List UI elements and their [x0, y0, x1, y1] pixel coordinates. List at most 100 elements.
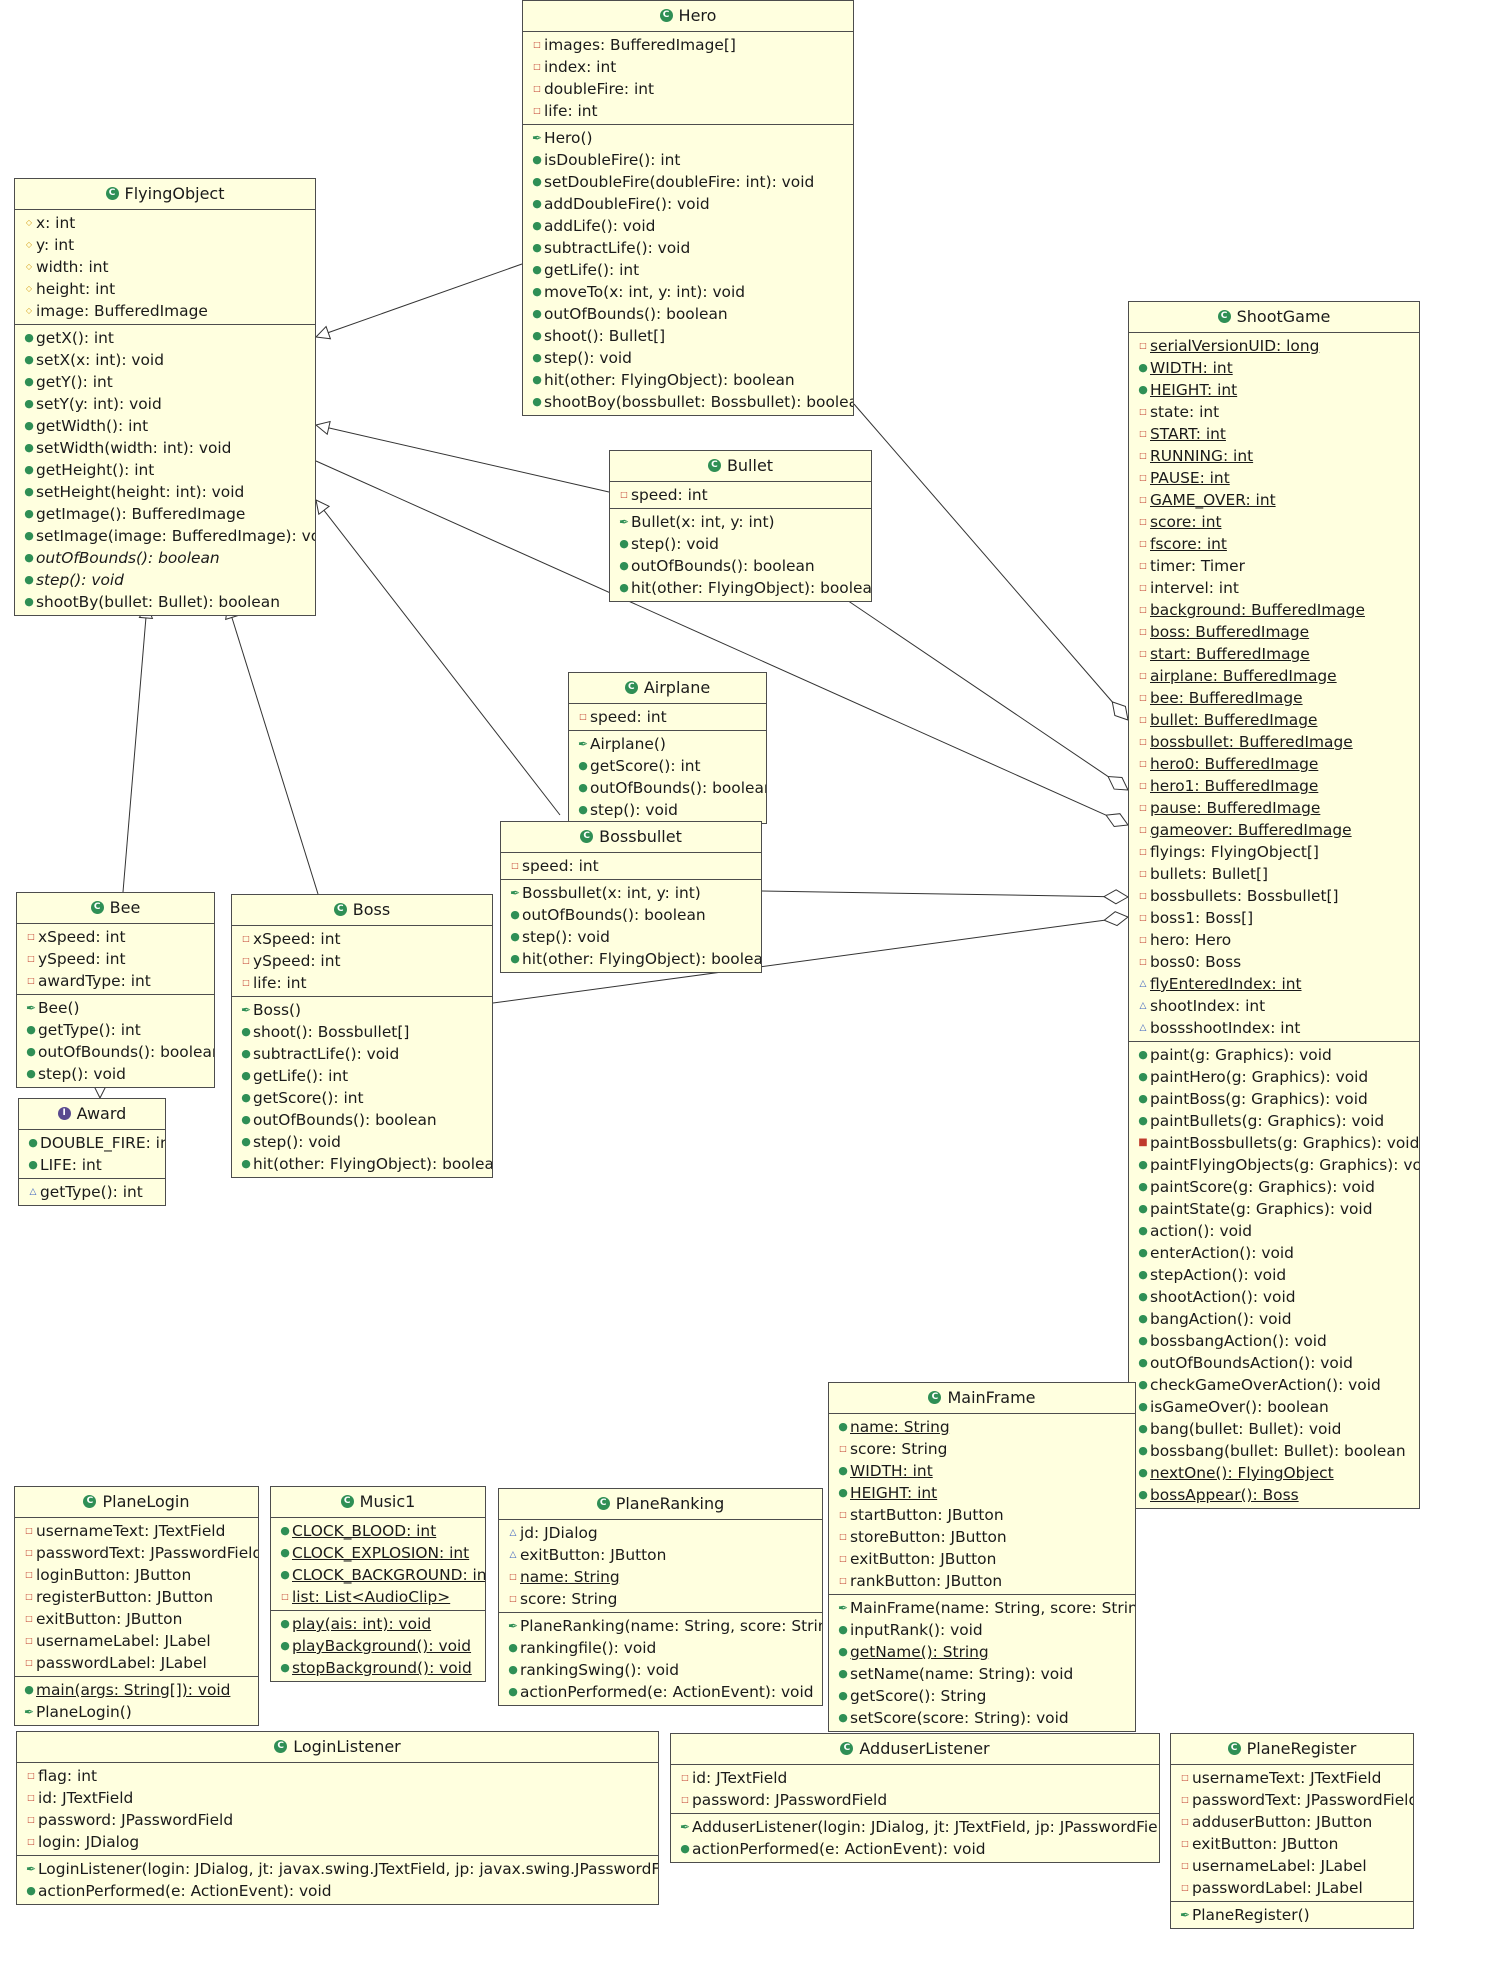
generalization-edge-boss-to-flying — [225, 603, 319, 895]
visibility-priv-icon: □ — [839, 1575, 847, 1585]
operations-compartment: ✒Airplane()●getScore(): int●outOfBounds(… — [569, 730, 766, 823]
operation-row: ●bossAppear(): Boss — [1129, 1484, 1419, 1506]
visibility-priv-icon: □ — [1139, 472, 1147, 482]
operation-row: ●getWidth(): int — [15, 415, 315, 437]
visibility-pub-icon: ● — [532, 284, 542, 298]
operations-compartment: ✒PlaneRanking(name: String, score: Strin… — [499, 1612, 822, 1705]
member-text: GAME_OVER: int — [1150, 491, 1276, 509]
visibility-pub-icon: ● — [532, 394, 542, 408]
visibility-priv-icon: □ — [242, 977, 250, 987]
generalization-arrowhead — [314, 420, 331, 436]
member-text: score: String — [520, 1590, 618, 1608]
visibility-prot-icon: ◇ — [25, 217, 33, 227]
member-text: pause: BufferedImage — [1150, 799, 1321, 817]
member-text: PAUSE: int — [1150, 469, 1230, 487]
visibility-pub-icon: ● — [508, 1684, 518, 1698]
operation-row: ●bossbangAction(): void — [1129, 1330, 1419, 1352]
visibility-pub-icon: ● — [1138, 1157, 1148, 1171]
visibility-pub-icon: ● — [280, 1523, 290, 1537]
member-text: WIDTH: int — [1150, 359, 1233, 377]
visibility-pub-icon: ● — [24, 440, 34, 454]
visibility-priv-icon: □ — [25, 1591, 33, 1601]
member-text: shootBy(bullet: Bullet): boolean — [36, 593, 280, 611]
visibility-priv-icon: □ — [839, 1509, 847, 1519]
member-text: START: int — [1150, 425, 1226, 443]
member-text: addLife(): void — [544, 217, 656, 235]
generalization-edge-bullet-to-flying — [314, 420, 610, 493]
visibility-priv-icon: □ — [1139, 736, 1147, 746]
attribute-row: □start: BufferedImage — [1129, 643, 1419, 665]
visibility-pub-icon: ● — [532, 262, 542, 276]
generalization-arrowhead — [315, 499, 331, 516]
visibility-priv-icon: □ — [839, 1531, 847, 1541]
attribute-row: □speed: int — [569, 706, 766, 728]
operations-compartment: ●play(ais: int): void●playBackground(): … — [271, 1610, 485, 1681]
member-text: speed: int — [590, 708, 667, 726]
visibility-priv-icon: □ — [1139, 956, 1147, 966]
attribute-row: □name: String — [499, 1566, 822, 1588]
visibility-pub-icon: ● — [1138, 360, 1148, 374]
class-icon: C — [707, 459, 721, 472]
visibility-pub-icon: ● — [1138, 1443, 1148, 1457]
operation-row: ●playBackground(): void — [271, 1635, 485, 1657]
operation-row: ●actionPerformed(e: ActionEvent): void — [671, 1838, 1159, 1860]
aggregation-diamond — [1103, 889, 1129, 905]
visibility-pub-icon: ● — [1138, 1487, 1148, 1501]
member-text: getType(): int — [40, 1183, 143, 1201]
member-text: bossAppear(): Boss — [1150, 1486, 1299, 1504]
member-text: Boss() — [253, 1001, 302, 1019]
operation-row: ✒Bullet(x: int, y: int) — [610, 511, 871, 533]
member-text: outOfBoundsAction(): void — [1150, 1354, 1353, 1372]
member-text: getHeight(): int — [36, 461, 155, 479]
attribute-row: □awardType: int — [17, 970, 214, 992]
attribute-row: □RUNNING: int — [1129, 445, 1419, 467]
attribute-row: ●CLOCK_BLOOD: int — [271, 1520, 485, 1542]
visibility-priv-icon: □ — [1139, 648, 1147, 658]
attribute-row: □hero0: BufferedImage — [1129, 753, 1419, 775]
visibility-pub-icon: ● — [280, 1660, 290, 1674]
member-text: awardType: int — [38, 972, 151, 990]
operation-row: ✒LoginListener(login: JDialog, jt: javax… — [17, 1858, 658, 1880]
operation-row: ●setScore(score: String): void — [829, 1707, 1135, 1729]
member-text: rankingfile(): void — [520, 1639, 657, 1657]
attribute-row: △bossshootIndex: int — [1129, 1017, 1419, 1039]
member-text: paintFlyingObjects(g: Graphics): void — [1150, 1156, 1420, 1174]
operation-row: ●addLife(): void — [523, 215, 853, 237]
attributes-compartment: □flag: int□id: JTextField□password: JPas… — [17, 1763, 658, 1855]
attribute-row: ●WIDTH: int — [829, 1460, 1135, 1482]
visibility-pub-icon: ● — [241, 1134, 251, 1148]
member-text: login: JDialog — [38, 1833, 140, 1851]
member-text: bangAction(): void — [1150, 1310, 1292, 1328]
operation-row: ●getLife(): int — [232, 1065, 492, 1087]
visibility-privm-icon: ■ — [1138, 1136, 1148, 1148]
attribute-row: □life: int — [523, 100, 853, 122]
attributes-compartment: ●DOUBLE_FIRE: int●LIFE: int — [19, 1130, 165, 1178]
visibility-pkg-icon: △ — [1139, 1000, 1147, 1011]
operation-row: ●checkGameOverAction(): void — [1129, 1374, 1419, 1396]
member-text: setDoubleFire(doubleFire: int): void — [544, 173, 815, 191]
operation-row: ●shoot(): Bullet[] — [523, 325, 853, 347]
visibility-ctor-icon: ✒ — [531, 130, 543, 145]
operation-row: ●rankingSwing(): void — [499, 1659, 822, 1681]
member-text: name: String — [520, 1568, 620, 1586]
member-text: speed: int — [631, 486, 708, 504]
member-text: flag: int — [38, 1767, 98, 1785]
attribute-row: ●LIFE: int — [19, 1154, 165, 1176]
member-text: jd: JDialog — [520, 1524, 598, 1542]
member-text: isGameOver(): boolean — [1150, 1398, 1329, 1416]
class-name: PlaneRanking — [615, 1494, 725, 1513]
operation-row: ●paint(g: Graphics): void — [1129, 1044, 1419, 1066]
visibility-pub-icon: ● — [1138, 382, 1148, 396]
visibility-pub-icon: ● — [838, 1644, 848, 1658]
member-text: LoginListener(login: JDialog, jt: javax.… — [38, 1860, 659, 1878]
visibility-pub-icon: ● — [1138, 1201, 1148, 1215]
operations-compartment: ✒Bossbullet(x: int, y: int)●outOfBounds(… — [501, 879, 761, 972]
visibility-prot-icon: ◇ — [25, 239, 33, 249]
operation-row: ●setImage(image: BufferedImage): void — [15, 525, 315, 547]
visibility-pub-icon: ● — [241, 1046, 251, 1060]
visibility-ctor-icon: ✒ — [25, 1861, 37, 1876]
operation-row: ●setHeight(height: int): void — [15, 481, 315, 503]
attributes-compartment: □speed: int — [610, 482, 871, 508]
